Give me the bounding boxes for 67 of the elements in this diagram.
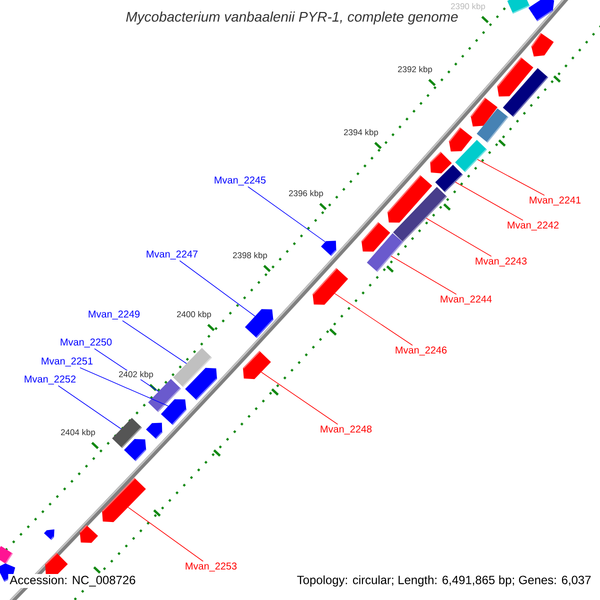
gene-label: Mvan_2253 (186, 562, 237, 572)
pointed-gene-block (321, 240, 336, 256)
scale-label: 2402 kbp (118, 370, 154, 380)
pointed-gene-block (448, 127, 472, 152)
genome-info-text: Topology: circular; Length: 6,491,865 bp; Genes: 6,037 (295, 574, 593, 588)
leader-line (334, 293, 413, 346)
gene-label: Mvan_2245 (214, 176, 266, 186)
pointed-gene-block (102, 478, 146, 522)
pointed-gene-block (80, 524, 98, 543)
gene-label: Mvan_2247 (146, 250, 198, 260)
pointed-gene-block (160, 399, 186, 425)
gene-label: Mvan_2243 (476, 258, 527, 266)
gene-block (507, 0, 530, 14)
leader-line (128, 506, 204, 562)
accession-text: Accession: NC_008726 (8, 574, 138, 588)
gene-block (435, 164, 463, 192)
pointed-gene-block (242, 350, 271, 380)
gene-label: Mvan_2250 (60, 338, 112, 348)
pointed-gene-block (361, 222, 390, 252)
gene-block (173, 348, 212, 388)
gene-block (0, 546, 13, 564)
pointed-gene-block (146, 422, 162, 440)
gene-block (455, 140, 487, 172)
pointed-gene-block (430, 152, 452, 174)
pointed-gene-block (470, 98, 498, 127)
pointed-gene-block (531, 32, 554, 57)
pointed-gene-block (185, 368, 218, 400)
gene-label: Mvan_2241 (530, 196, 581, 206)
gene-block (148, 378, 181, 412)
leader-line (455, 182, 524, 221)
scale-label: 2396 kbp (288, 190, 324, 198)
gene-label: Mvan_2251 (42, 358, 93, 366)
leader-line (248, 186, 326, 242)
scale-label: 2400 kbp (176, 310, 212, 320)
pointed-gene-block (45, 552, 68, 576)
leader-line (58, 385, 122, 430)
leader-line (477, 159, 545, 196)
gene-label: Mvan_2248 (320, 426, 372, 434)
pointed-gene-block (388, 175, 432, 223)
gene-block (476, 108, 508, 143)
pointed-gene-block (244, 309, 274, 338)
leader-line (122, 320, 187, 364)
leader-line (426, 218, 492, 257)
pointed-gene-block (528, 0, 554, 22)
scale-label: 2390 kbp (450, 2, 486, 12)
pointed-gene-block (312, 268, 348, 305)
gene-label: Mvan_2244 (440, 296, 492, 304)
leader-line (390, 256, 457, 295)
scale-label: 2392 kbp (397, 66, 433, 74)
gene-label: Mvan_2252 (24, 376, 76, 384)
scale-label: 2398 kbp (232, 252, 268, 260)
leader-line (179, 260, 256, 317)
pointed-gene-block (497, 57, 534, 97)
gene-block (366, 233, 404, 272)
leader-line (80, 367, 169, 406)
scale-label: 2404 kbp (60, 428, 96, 438)
gene-label: Mvan_2242 (508, 222, 559, 230)
pointed-gene-block (44, 529, 54, 540)
gene-label: Mvan_2249 (88, 310, 140, 320)
title: Mycobacterium vanbaalenii PYR-1, complete genome (126, 11, 458, 24)
scale-label: 2394 kbp (343, 128, 379, 138)
gene-block (393, 186, 447, 242)
leader-line (260, 372, 338, 425)
gene-block (112, 418, 142, 448)
pointed-gene-block (124, 439, 146, 462)
gene-block (502, 68, 548, 117)
gene-label: Mvan_2246 (396, 346, 447, 356)
